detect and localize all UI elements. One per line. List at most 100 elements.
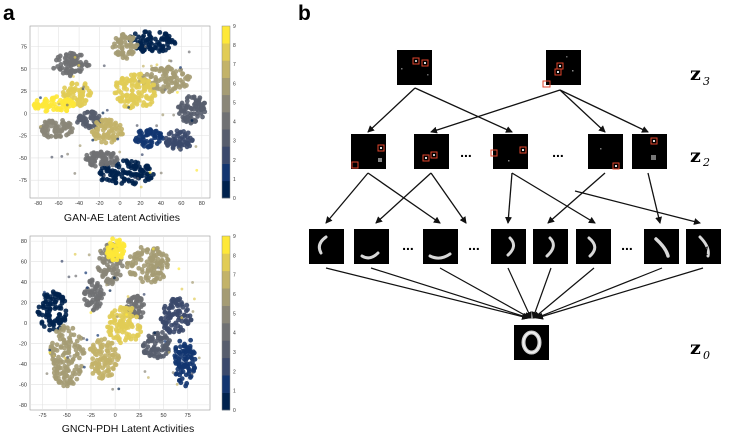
scatter-point [167, 39, 173, 45]
scatter-point [180, 71, 186, 77]
scatter-point [143, 45, 147, 48]
x-tick-label: 80 [199, 201, 205, 207]
scatter-point [55, 315, 61, 321]
x-tick-label: 75 [185, 413, 191, 419]
scatter-point [46, 318, 52, 324]
scatter-point [129, 43, 134, 49]
scatter-point [146, 275, 151, 281]
scatter-point [110, 365, 116, 371]
scatter-point [65, 124, 70, 130]
scatter-point [136, 34, 142, 40]
scatter-point [78, 60, 83, 65]
scatter-point [176, 329, 182, 335]
scatter-point [119, 131, 125, 137]
scatter-point [193, 297, 196, 301]
scatter-point [57, 133, 63, 139]
scatter-point [89, 278, 95, 284]
scatter-point [188, 317, 194, 323]
scatter-point [65, 350, 71, 356]
scatter-point [132, 31, 138, 37]
x-tick-label: 50 [160, 413, 166, 419]
scatter-point [118, 340, 123, 346]
scatter-point [185, 307, 190, 313]
scatter-point [112, 354, 117, 360]
z1-image-6 [576, 229, 611, 264]
scatter-point [106, 365, 111, 371]
scatter-point [101, 111, 105, 115]
scatter-point [112, 346, 118, 352]
scatter-point [131, 77, 137, 83]
scatter-point [126, 318, 132, 324]
colorbar-tick-label: 4 [233, 331, 236, 337]
scatter-point [159, 265, 165, 271]
svg-text:z: z [690, 145, 701, 167]
scatter-point [167, 59, 171, 63]
scatter-point [92, 351, 98, 357]
scatter-point [45, 294, 51, 300]
colorbar-tick-label: 2 [233, 369, 236, 375]
scatter-point [84, 157, 90, 162]
scatter-point [73, 56, 77, 59]
scatter-point [191, 111, 197, 117]
scatter-point [119, 181, 125, 186]
scatter-point [134, 251, 139, 257]
scatter-point [121, 82, 127, 87]
scatter-point [185, 110, 191, 116]
scatter-point [185, 114, 190, 120]
z2-ellipsis-2: ... [552, 144, 564, 160]
colorbar-segment [222, 253, 230, 272]
scatter-point [112, 276, 116, 280]
scatter-point [47, 322, 53, 328]
scatter-point [53, 373, 59, 379]
scatter-point [183, 383, 189, 389]
scatter-point [153, 77, 159, 83]
scatter-point [188, 337, 194, 343]
scatter-point [53, 133, 59, 139]
scatter-point [90, 356, 96, 362]
scatter-point [170, 86, 176, 92]
scatter-point [75, 119, 80, 125]
svg-text:z: z [690, 63, 701, 85]
scatter-point [143, 102, 149, 108]
colorbar-segment [222, 323, 230, 341]
scatter-point [163, 343, 169, 349]
scatter-point [49, 118, 55, 124]
scatter-point [172, 113, 176, 117]
scatter-point [51, 322, 57, 328]
scatter-point [177, 354, 183, 360]
scatter-point [65, 105, 70, 111]
svg-text:1: 1 [703, 245, 710, 258]
scatter-point [89, 115, 95, 121]
colorbar-tick-label: 3 [233, 350, 236, 356]
scatter-point [71, 101, 77, 107]
scatter-point [104, 360, 110, 365]
scatter-point [79, 363, 84, 369]
scatter-point [96, 113, 102, 119]
scatter-point [193, 104, 199, 110]
colorbar-segment [222, 43, 230, 61]
level-label-z2: z 2 [690, 145, 710, 169]
scatter-point [140, 134, 145, 139]
scatter-point [185, 365, 191, 370]
scatter-point [182, 341, 187, 347]
scatter-point [134, 333, 140, 339]
scatter-point [143, 178, 148, 184]
scatter-point [69, 68, 75, 74]
scatter-point [67, 129, 73, 135]
colorbar-tick-label: 6 [233, 81, 236, 87]
scatter-point [153, 42, 158, 48]
scatter-point [157, 352, 162, 358]
scatter-point [78, 335, 84, 341]
scatter-point [173, 355, 178, 361]
y-tick-label: -40 [19, 362, 27, 368]
scatter-point [54, 124, 59, 130]
scatter-point [155, 270, 161, 276]
scatter-point [103, 156, 109, 162]
scatter-point [141, 33, 147, 39]
scatter-point [163, 68, 169, 74]
scatter-point [53, 329, 59, 334]
arrows-z1-z0 [325, 267, 704, 320]
scatter-point [170, 296, 176, 302]
z1-image-3 [423, 229, 458, 264]
